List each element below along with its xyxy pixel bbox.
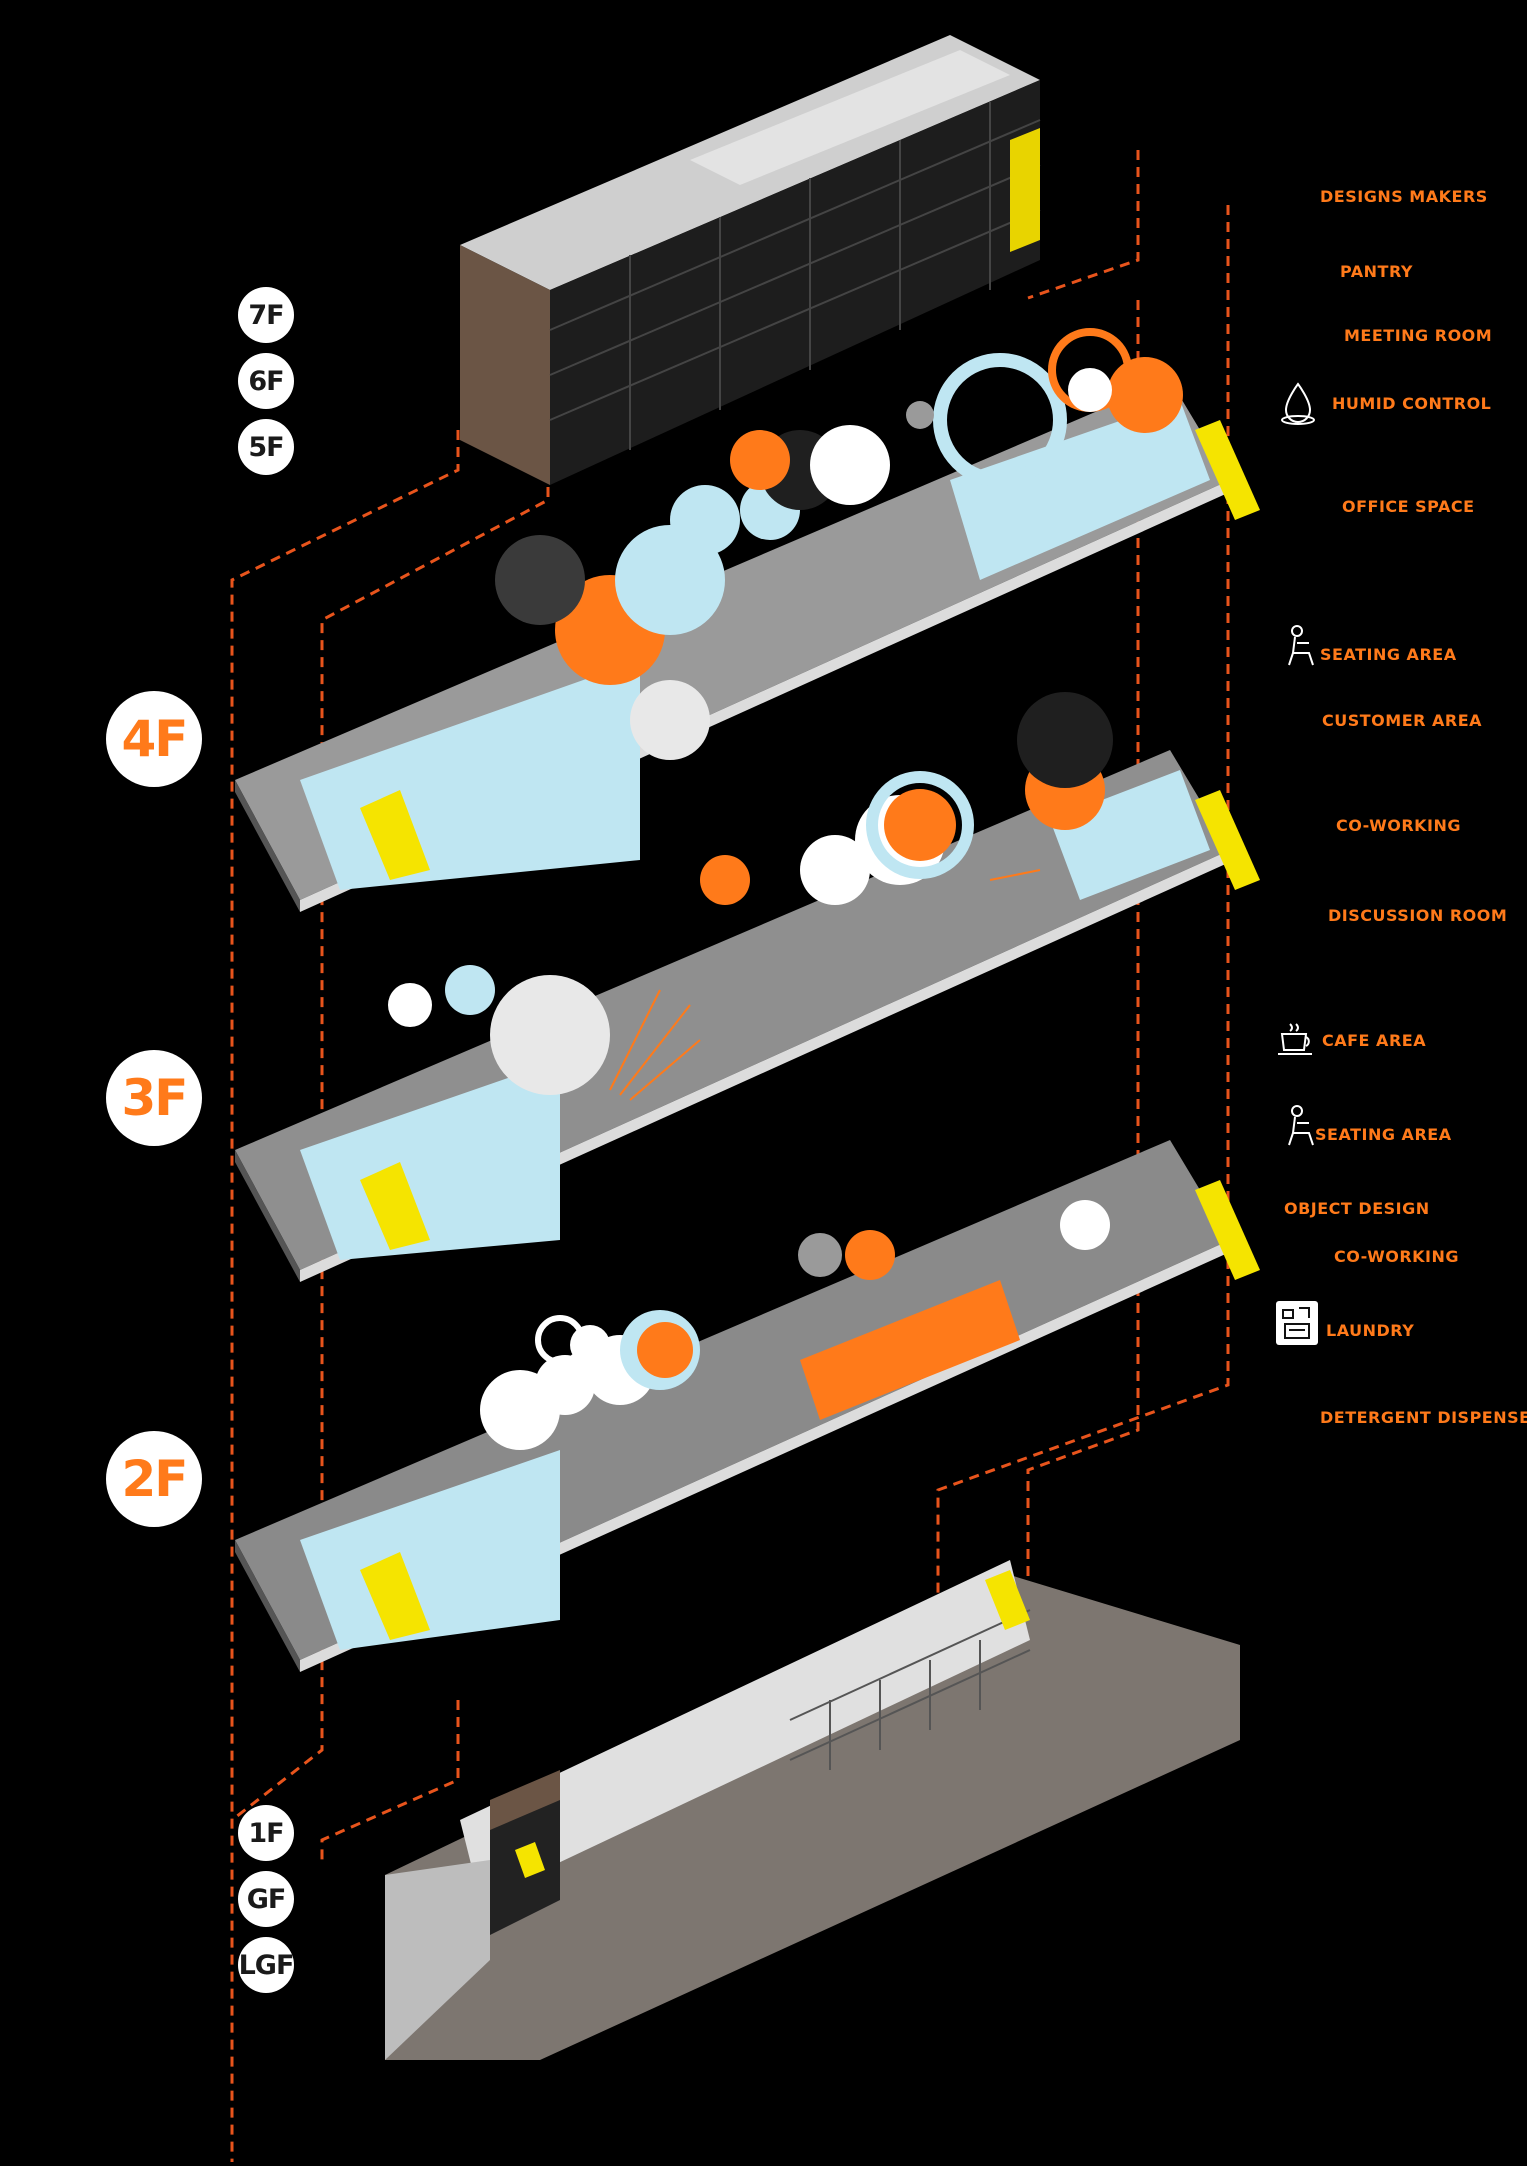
legend-label-detergent-dispenser: DETERGENT DISPENSER <box>1320 1408 1527 1427</box>
connector-line-left-inner <box>231 470 550 1822</box>
coffee-cup-icon <box>1278 1023 1312 1055</box>
legend-label-laundry: LAUNDRY <box>1326 1321 1415 1340</box>
floor-badge-6f: 6F <box>238 353 294 409</box>
legend-label-humid-control: HUMID CONTROL <box>1332 394 1492 413</box>
legend-label-discussion-room: DISCUSSION ROOM <box>1328 906 1508 925</box>
floor-badge-gf: GF <box>238 1871 294 1927</box>
connector-line-right <box>936 205 1230 1600</box>
legend-label-seating-area-3f: SEATING AREA <box>1315 1125 1452 1144</box>
connector-line-top-right <box>1027 150 1140 300</box>
connector-line-bottom-left <box>320 1700 460 1860</box>
seated-person-icon <box>1288 1105 1314 1146</box>
legend-label-co-working-3f: CO-WORKING <box>1336 816 1462 835</box>
seated-person-icon <box>1288 625 1314 666</box>
floor-badge-4f: 4F <box>106 691 202 787</box>
floor-badge-2f: 2F <box>106 1431 202 1527</box>
ground-floors-block <box>385 1560 1240 2060</box>
legend-label-designs-makers: DESIGNS MAKERS <box>1320 187 1488 206</box>
water-drop-icon <box>1281 382 1315 425</box>
legend-label-co-working-2f: CO-WORKING <box>1334 1247 1460 1266</box>
floor-badge-1f: 1F <box>238 1805 294 1861</box>
legend-label-meeting-room: MEETING ROOM <box>1344 326 1493 345</box>
floor-plan-2f <box>235 1140 1260 1672</box>
floor-badge-5f: 5F <box>238 419 294 475</box>
upper-floors-block <box>460 35 1041 485</box>
legend-label-pantry: PANTRY <box>1340 262 1413 281</box>
legend-label-cafe-area: CAFE AREA <box>1322 1031 1427 1050</box>
legend-label-object-design: OBJECT DESIGN <box>1284 1199 1430 1218</box>
legend-label-seating-area-4f: SEATING AREA <box>1320 645 1457 664</box>
floor-badge-lgf: LGF <box>238 1937 294 1993</box>
floor-plan-4f <box>235 328 1260 912</box>
floor-badge-3f: 3F <box>106 1050 202 1146</box>
connector-line-left-outer <box>230 430 460 2166</box>
laundry-icon <box>1276 1301 1318 1345</box>
floor-plan-3f <box>235 692 1260 1282</box>
legend-label-customer-area: CUSTOMER AREA <box>1322 711 1483 730</box>
legend-label-office-space: OFFICE SPACE <box>1342 497 1475 516</box>
floor-badge-7f: 7F <box>238 287 294 343</box>
